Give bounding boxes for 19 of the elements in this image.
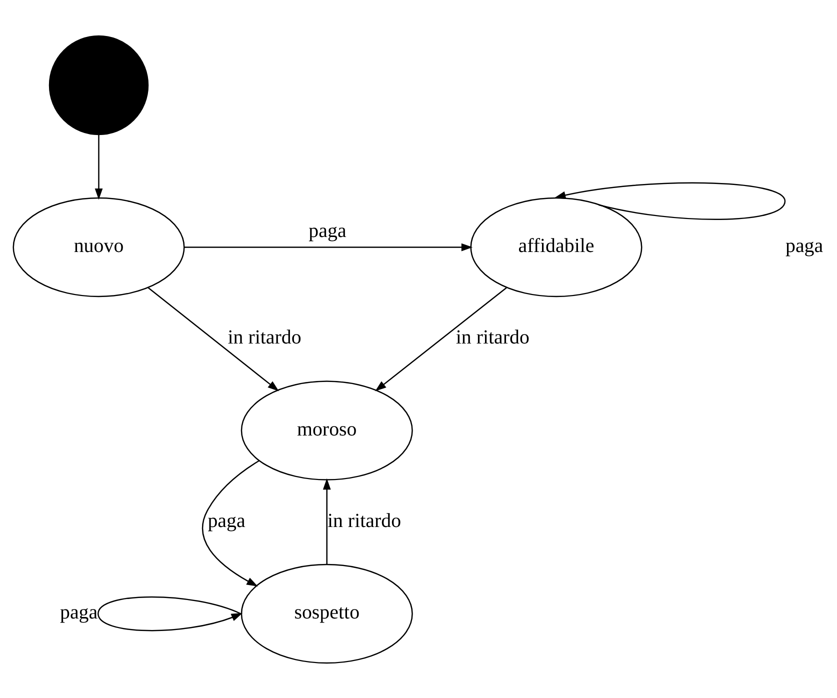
arrow bbox=[148, 286, 279, 391]
arrow bbox=[98, 596, 243, 631]
edge-label: in ritardo bbox=[228, 326, 302, 348]
arrow bbox=[322, 478, 331, 564]
node-ellipse: sospetto bbox=[240, 563, 413, 664]
arrow bbox=[375, 286, 507, 391]
arrow bbox=[202, 460, 260, 586]
arrow bbox=[184, 242, 473, 251]
edge-label: paga bbox=[60, 601, 98, 624]
node-circle bbox=[48, 34, 149, 135]
edge-label: in ritardo bbox=[327, 509, 402, 532]
arrow bbox=[554, 182, 786, 220]
edge-label: paga bbox=[785, 234, 824, 257]
node-ellipse: nuovo bbox=[12, 196, 185, 297]
edge-label: paga bbox=[208, 509, 246, 532]
edge-label: in ritardo bbox=[456, 326, 530, 348]
arrow bbox=[94, 134, 103, 200]
node-ellipse: affidabile bbox=[470, 196, 642, 297]
edge-label: paga bbox=[308, 220, 346, 242]
